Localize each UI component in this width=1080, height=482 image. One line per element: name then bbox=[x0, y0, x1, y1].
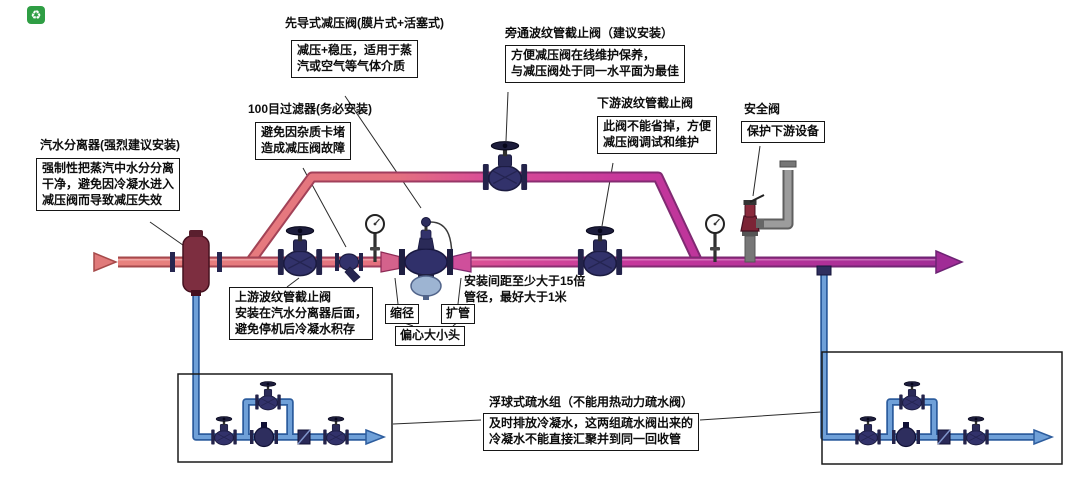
recycle-watermark-icon: ♻ bbox=[27, 6, 45, 24]
separator-note-box: 强制性把蒸汽中水分分离 干净，避免因冷凝水进入 减压阀而导致减压失效 bbox=[36, 158, 181, 212]
eccentric-reducer-icon bbox=[380, 251, 400, 273]
safety-valve-note-box: 保护下游设备 bbox=[741, 121, 826, 143]
drain-tee-icon bbox=[816, 265, 832, 276]
left-check-valve-icon bbox=[297, 429, 311, 445]
right-drain-arrow-icon bbox=[1033, 428, 1055, 446]
pilot-reducing-valve-icon bbox=[399, 217, 453, 300]
eccentric-label-box: 偏心大小头 bbox=[395, 326, 466, 346]
right-trap-bypass-valve-icon bbox=[898, 381, 926, 411]
inlet-flow-arrow-icon bbox=[93, 251, 118, 273]
downstream-bellows-valve-icon bbox=[577, 225, 623, 277]
upstream-bellows-valve-icon bbox=[277, 225, 323, 277]
bypass-valve-note-box: 方便减压阀在线维护保养， 与减压阀处于同一水平面为最佳 bbox=[505, 45, 686, 83]
left-trap-bypass-valve-icon bbox=[254, 381, 282, 411]
right-trap-box bbox=[821, 351, 1063, 465]
left-trap-outlet-valve-icon bbox=[322, 416, 350, 446]
separator-title: 汽水分离器(强烈建议安装) bbox=[40, 138, 180, 152]
right-check-valve-icon bbox=[937, 429, 951, 445]
trap-group-note-box: 及时排放冷凝水，这两组疏水阀出来的 冷凝水不能直接汇聚并到同一回收管 bbox=[483, 413, 700, 451]
downstream-valve-note-box: 此阀不能省掉，方便 减压阀调试和维护 bbox=[597, 116, 718, 154]
downstream-pressure-gauge-icon bbox=[705, 214, 725, 263]
bypass-valve-title: 旁通波纹管截止阀（建议安装） bbox=[505, 26, 674, 40]
main-pipe bbox=[118, 256, 936, 268]
left-trap-box bbox=[177, 373, 393, 463]
upstream-valve-note-box: 上游波纹管截止阀 安装在汽水分离器后面， 避免停机后冷凝水积存 bbox=[229, 287, 374, 341]
trap-group-title: 浮球式疏水组（不能用热动力疏水阀） bbox=[489, 395, 694, 409]
eccentric-expander-icon bbox=[452, 251, 472, 273]
left-trap-inlet-valve-icon bbox=[210, 416, 238, 446]
expand-label-box: 扩管 bbox=[441, 304, 476, 324]
strainer-note-box: 避免因杂质卡堵 造成减压阀故障 bbox=[255, 122, 352, 160]
prv-note-box: 减压+稳压，适用于蒸 汽或空气等气体介质 bbox=[291, 40, 419, 78]
downstream-valve-title: 下游波纹管截止阀 bbox=[597, 96, 694, 110]
shrink-label-box: 缩径 bbox=[385, 304, 420, 324]
outlet-flow-arrow-icon bbox=[935, 249, 964, 275]
right-drain-pipe bbox=[820, 273, 1055, 446]
right-trap-outlet-valve-icon bbox=[962, 416, 990, 446]
left-drain-arrow-icon bbox=[365, 428, 387, 446]
bypass-bellows-valve-icon bbox=[482, 140, 528, 192]
safety-valve-title: 安全阀 bbox=[744, 102, 781, 116]
safety-valve-icon bbox=[740, 194, 765, 263]
spacing-note: 安装间距至少大于15倍 管径，最好大于1米 bbox=[464, 274, 586, 304]
strainer-icon bbox=[335, 253, 363, 283]
safety-vent-pipe bbox=[756, 160, 797, 230]
strainer-title: 100目过滤器(务必安装) bbox=[248, 102, 373, 116]
steam-water-separator-icon bbox=[170, 230, 222, 296]
prv-title: 先导式减压阀(膜片式+活塞式) bbox=[285, 16, 445, 30]
right-trap-inlet-valve-icon bbox=[854, 416, 882, 446]
